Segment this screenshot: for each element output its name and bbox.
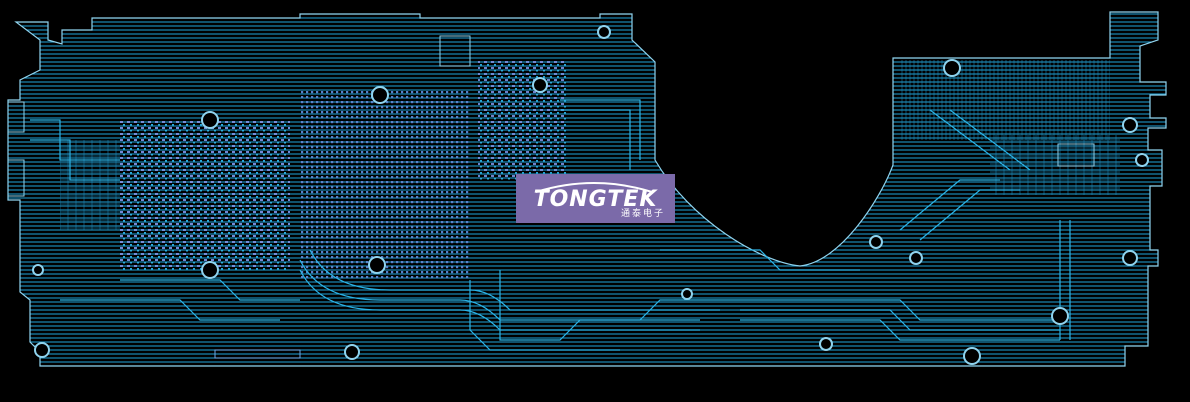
chipset-bga-region: [478, 60, 568, 180]
top-chip-2: [1057, 143, 1095, 167]
top-chip-1: [439, 35, 471, 67]
pch-bga-region: [300, 90, 470, 280]
tongtek-watermark: TONGTEK 通泰电子: [516, 174, 675, 223]
right-component-region: [990, 135, 1120, 195]
left-connector-2: [7, 159, 25, 197]
left-connector: [7, 101, 25, 133]
bottom-connector: [214, 349, 301, 359]
watermark-swoosh-icon: [535, 182, 653, 193]
routing-traces: [30, 99, 1071, 351]
watermark-subtitle: 通泰电子: [620, 209, 665, 219]
watermark-brand: TONGTEK: [533, 187, 658, 212]
mounting-holes: [32, 25, 1149, 365]
memory-region: [60, 140, 120, 230]
right-hatch-region: [900, 60, 1110, 140]
cpu-bga-region: [120, 120, 290, 270]
